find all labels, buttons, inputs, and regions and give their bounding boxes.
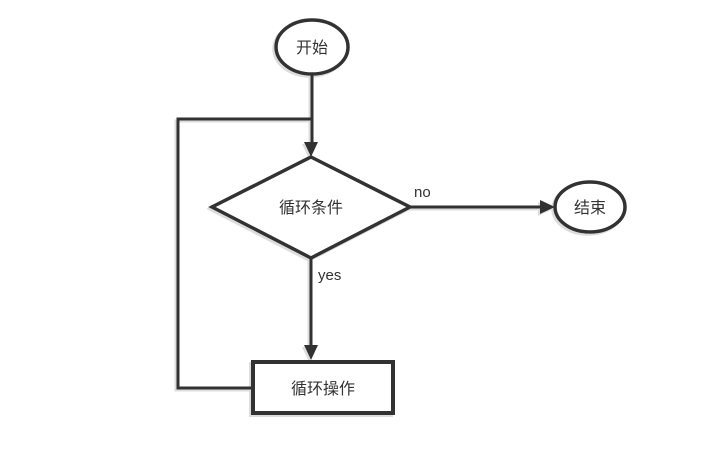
arrowhead-into-operation-icon xyxy=(304,345,318,360)
node-start[interactable] xyxy=(274,18,350,76)
arrowhead-into-condition-icon xyxy=(304,142,318,157)
node-end-label: 结束 xyxy=(574,199,606,217)
node-end[interactable] xyxy=(553,180,627,234)
node-loop-operation[interactable] xyxy=(251,360,395,415)
arrowhead-into-end-icon xyxy=(540,200,555,214)
node-loop-condition[interactable] xyxy=(208,155,414,260)
node-loop-condition-label: 循环条件 xyxy=(279,199,343,217)
edge-operation-to-condition[interactable] xyxy=(176,117,312,390)
node-start-label: 开始 xyxy=(296,39,328,57)
edge-label-no: no xyxy=(414,184,431,201)
edge-label-yes: yes xyxy=(318,267,341,284)
node-loop-operation-label: 循环操作 xyxy=(291,380,355,398)
